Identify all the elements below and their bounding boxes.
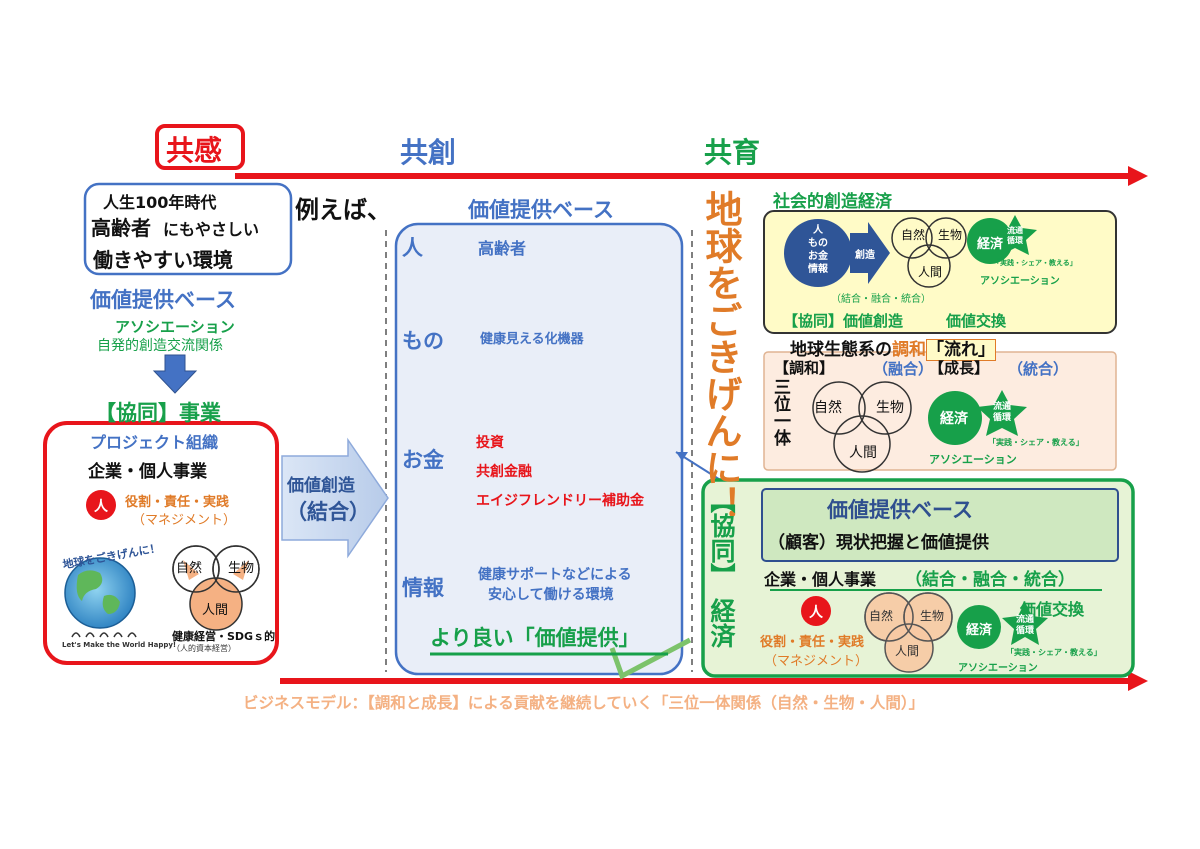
rb-keizai: 経済 (966, 619, 992, 638)
tatoeba-text: 例えば、 (295, 190, 391, 225)
rb-hito-badge: 人 (806, 602, 826, 622)
row-joho-item1: 健康サポートなどによる (478, 564, 632, 584)
rt-jissen: 「実践・シェア・教える」 (993, 258, 1077, 268)
rt-sozo: 創造 (855, 246, 875, 261)
left-kyodo: 【協同】事業 (95, 397, 221, 427)
row-okane-label: お金 (402, 444, 444, 474)
rt-koukan: 価値交換 (946, 310, 1006, 331)
rt-keizai: 経済 (977, 233, 1003, 252)
rb-genjo: （顧客）現状把握と価値提供 (768, 528, 989, 553)
left-hito-badge: 人 (91, 496, 111, 516)
rm-chowa: 【調和】 (774, 357, 834, 378)
rt-kyodo-sozo: 【協同】価値創造 (783, 310, 903, 331)
left-base-title: 価値提供ベース (90, 284, 236, 314)
rb-assoc: アソシエーション (958, 659, 1038, 674)
left-mgmt: （マネジメント） (132, 509, 236, 528)
rm-togo: （統合） (1008, 358, 1068, 379)
rb-base-title: 価値提供ベース (827, 494, 973, 524)
rt-ningen: 人間 (918, 263, 942, 280)
footer-business-model: ビジネスモデル：【調和と成長】による貢献を継続していく「三位一体関係（自然・生物… (243, 691, 924, 713)
rm-ryutsu: 流通循環 (989, 402, 1015, 424)
left-venn-shizen: 自然 (176, 557, 202, 576)
rm-seibutsu: 生物 (876, 397, 904, 417)
rt-ketsugo: （結合・融合・統合） (831, 290, 931, 305)
down-arrow (154, 355, 196, 393)
rm-title-chowa: 調和 (892, 340, 926, 360)
project-title: プロジェクト組織 (90, 429, 218, 453)
koreisha-text: 高齢者 (91, 212, 151, 241)
row-hito-item: 高齢者 (478, 235, 526, 259)
rb-kigyo: 企業・個人事業 (764, 566, 876, 590)
header-kyoso: 共創 (400, 131, 456, 171)
arrow-ketsugo: （結合） (286, 496, 370, 526)
rm-jissen: 「実践・シェア・教える」 (988, 437, 1084, 448)
left-yakuwari: 役割・責任・実践 (125, 491, 229, 510)
row-okane-hojokin: エイジフレンドリー補助金 (476, 490, 644, 510)
row-hito-label: 人 (402, 232, 423, 262)
left-kigyo: 企業・個人事業 (88, 457, 207, 482)
rt-circle-text: 人 もの お金 情報 (794, 224, 842, 276)
nimo-text: にもやさしい (163, 216, 259, 240)
rt-seibutsu: 生物 (938, 226, 962, 243)
rm-shizen: 自然 (814, 397, 842, 417)
row-mono-label: もの (402, 325, 444, 355)
rt-title: 社会的創造経済 (773, 187, 892, 212)
middle-base-title: 価値提供ベース (468, 194, 614, 224)
rm-sanmi: 三位一体 (770, 378, 790, 446)
rb-shizen: 自然 (869, 607, 893, 624)
rb-ningen: 人間 (895, 642, 919, 659)
row-okane-kinyu: 共創金融 (476, 461, 532, 481)
yoriyoi-text: より良い「価値提供」 (430, 622, 640, 652)
rm-seicho: 【成長】 (929, 357, 989, 378)
rb-seibutsu: 生物 (920, 607, 944, 624)
row-mono-item: 健康見える化機器 (480, 328, 584, 347)
rt-ryutsu: 流通循環 (1003, 226, 1027, 246)
vertical-kyodo: 【協同】 (707, 488, 735, 588)
header-kyoiku: 共育 (704, 131, 760, 171)
rb-mgmt: （マネジメント） (764, 650, 868, 669)
rm-assoc: アソシエーション (929, 451, 1017, 467)
rb-ryutsu: 流通循環 (1012, 615, 1038, 637)
rb-ketsugo: （結合・融合・統合） (905, 565, 1075, 590)
rm-keizai: 経済 (940, 408, 968, 428)
rb-jissen: 「実践・シェア・教える」 (1006, 647, 1102, 658)
globe-happy-text: Let's Make the World Happy! (62, 641, 176, 649)
row-okane-toshi: 投資 (476, 432, 504, 452)
rt-shizen: 自然 (901, 226, 925, 243)
kenko-text: 健康経営・SDGｓ的 (172, 628, 275, 644)
hataraki-text: 働きやすい環境 (93, 244, 233, 273)
row-joho-item2: 安心して働ける環境 (488, 584, 614, 604)
vertical-chikyu: 地球をごきげんに！ (700, 190, 740, 523)
jinteki-text: （人的資本経営） (172, 643, 236, 654)
row-joho-label: 情報 (402, 572, 444, 602)
left-venn-seibutsu: 生物 (228, 557, 254, 576)
header-kyokan: 共感 (166, 129, 222, 169)
rt-assoc: アソシエーション (980, 272, 1060, 287)
left-assoc: アソシエーション (115, 316, 235, 337)
arrow-kachi-sozo: 価値創造 (287, 471, 355, 496)
rm-ningen: 人間 (849, 442, 877, 462)
jinsei-text: 人生100年時代 (103, 189, 216, 213)
left-jihatsu: 自発的創造交流関係 (97, 335, 223, 355)
left-venn-ningen: 人間 (202, 599, 228, 618)
rb-yakuwari: 役割・責任・実践 (760, 631, 864, 650)
rm-yugo: （融合） (873, 358, 933, 379)
vertical-keizai: 経済 (707, 598, 735, 648)
